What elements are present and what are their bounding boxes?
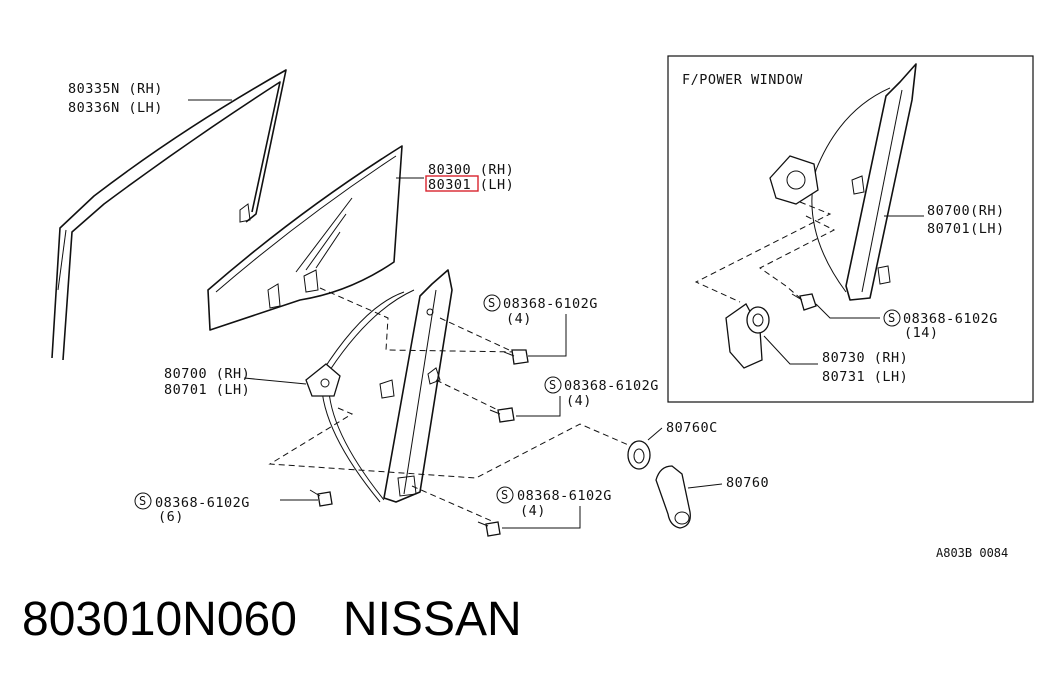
svg-text:S: S [888, 311, 895, 325]
assembly-dashed-lines [268, 287, 641, 523]
motor-label-lh: 80731 (LH) [822, 369, 908, 385]
motor-label-rh: 80730 (RH) [822, 350, 908, 366]
part-number-caption: 803010N060 [22, 593, 297, 646]
bolt-callout-5: S 08368-6102G (14) [815, 303, 998, 341]
bolt-icon-3 [309, 489, 333, 507]
s-mark-icon [883, 309, 901, 327]
svg-text:S: S [549, 378, 556, 392]
regulator-part [305, 269, 453, 503]
bolt-quantity: (4) [506, 311, 532, 327]
glass-label-rh: 80300 (RH) [428, 162, 514, 178]
regulator-label-rh: 80700 (RH) [164, 366, 250, 382]
bolt-part-number: 08368-6102G [564, 378, 659, 394]
svg-text:S: S [139, 494, 146, 508]
bolt-part-number: 08368-6102G [517, 488, 612, 504]
svg-text:S: S [488, 296, 495, 310]
part-caption: 803010N060 NISSAN [22, 596, 522, 644]
escutcheon-label: 80760C [666, 420, 718, 436]
door-sash-part [51, 69, 287, 361]
sash-label-rh: 80335N (RH) [68, 81, 163, 97]
bolt-icon-4 [477, 521, 501, 537]
highlight-box [425, 175, 479, 192]
inset-regulator-label-rh: 80700(RH) [927, 203, 1005, 219]
window-handle-part: 80760 [655, 465, 769, 529]
inset-regulator-label-lh: 80701(LH) [927, 221, 1005, 237]
motor-callout: 80730 (RH) 80731 (LH) [763, 335, 908, 385]
regulator-callout: 80700 (RH) 80701 (LH) [164, 366, 307, 398]
bolt-quantity: (4) [520, 503, 546, 519]
bolt-icon-1 [503, 349, 529, 365]
sash-label-lh: 80336N (LH) [68, 100, 163, 116]
bolt-part-number: 08368-6102G [503, 296, 598, 312]
reference-code: A803B 0084 [936, 546, 1008, 560]
s-mark-icon [496, 486, 514, 504]
svg-text:S: S [501, 488, 508, 502]
bolt-quantity: (6) [158, 509, 184, 525]
bolt-callout-4: S 08368-6102G (4) [496, 486, 612, 529]
s-mark-icon [544, 376, 562, 394]
bolt-part-number: 08368-6102G [903, 311, 998, 327]
glass-callout: 80300 (RH) 80301 (LH) [396, 162, 514, 193]
brand-caption: NISSAN [342, 593, 522, 646]
bolt-callout-1: S 08368-6102G (4) [483, 294, 598, 357]
handle-label: 80760 [726, 475, 769, 491]
escutcheon-part: 80760C [627, 420, 718, 470]
s-mark-icon [483, 294, 501, 312]
bolt-callout-2: S 08368-6102G (4) [516, 376, 659, 417]
bolt-callout-3: S 08368-6102G (6) [134, 492, 318, 525]
door-glass-part [207, 145, 403, 331]
regulator-label-lh: 80701 (LH) [164, 382, 250, 398]
bolt-icon-2 [489, 407, 515, 423]
bolt-part-number: 08368-6102G [155, 495, 250, 511]
s-mark-icon [134, 492, 152, 510]
inset-title: F/POWER WINDOW [682, 72, 803, 88]
glass-label-lh: 80301 (LH) [428, 177, 514, 193]
power-window-inset: F/POWER WINDOW [667, 55, 1034, 403]
bolt-quantity: (4) [566, 393, 592, 409]
inset-regulator-callout: 80700(RH) 80701(LH) [884, 203, 1005, 237]
sash-callout: 80335N (RH) 80336N (LH) [68, 81, 232, 116]
bolt-quantity: (14) [904, 325, 939, 341]
